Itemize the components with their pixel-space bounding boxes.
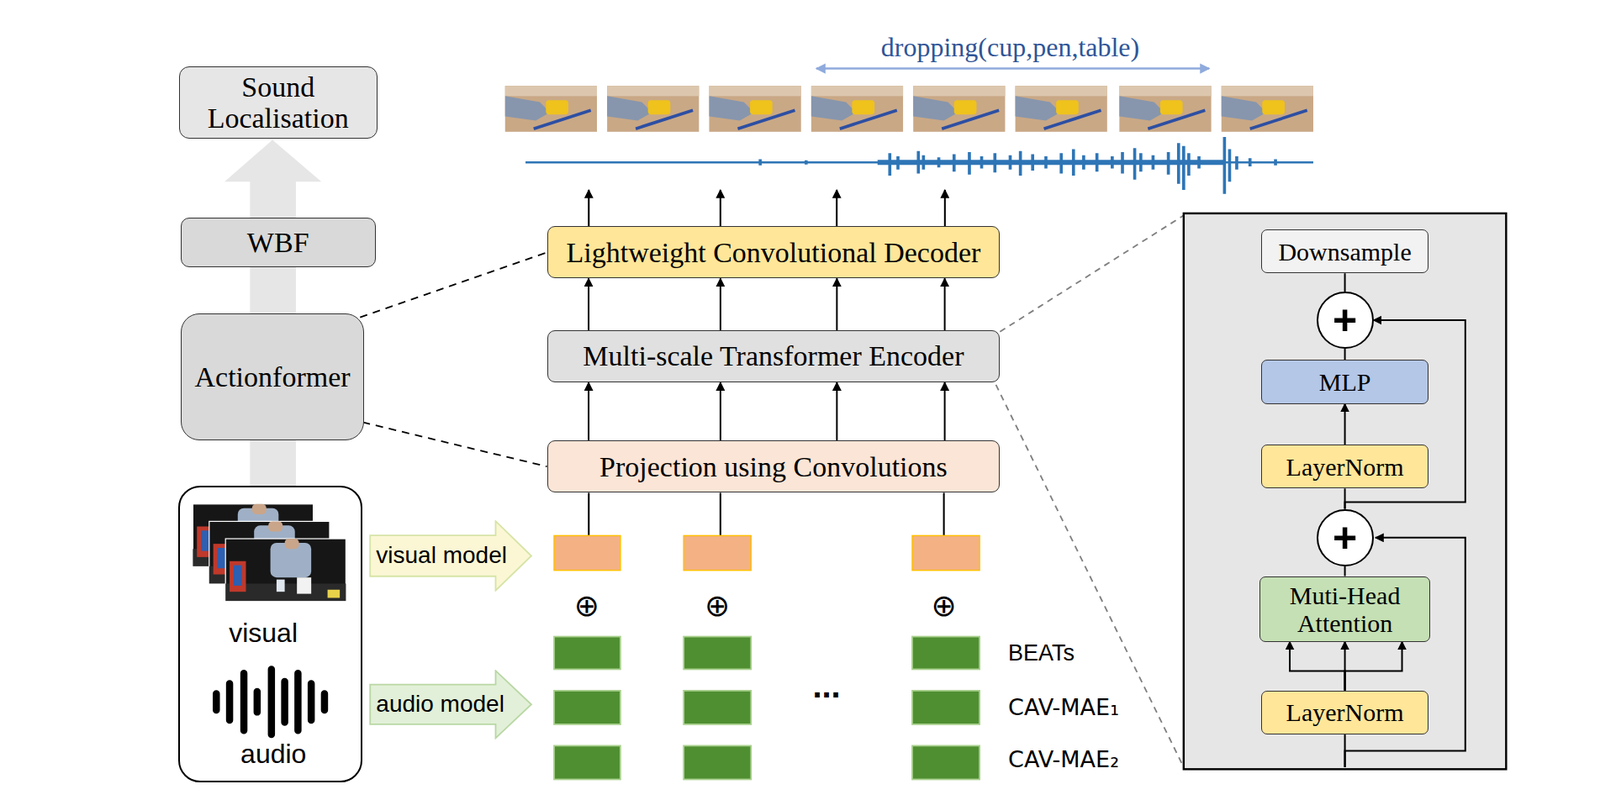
flow-connector bbox=[1289, 642, 1346, 692]
audio-model-arrow: audio model bbox=[369, 670, 533, 740]
video-frame bbox=[708, 85, 801, 133]
node-text: Multi-scale Transformer Encoder bbox=[582, 340, 964, 372]
video-frame bbox=[1015, 85, 1108, 133]
flow-connector bbox=[944, 382, 946, 441]
output-arrow bbox=[835, 190, 838, 228]
node-text: visual bbox=[228, 618, 298, 649]
ellipsis: ... bbox=[812, 667, 840, 705]
video-frame bbox=[1221, 85, 1314, 133]
video-frame bbox=[811, 85, 903, 133]
audio-model-name: CAV-MAE₂ bbox=[1008, 747, 1120, 773]
node-text: WBF bbox=[247, 227, 310, 259]
audio-feature bbox=[554, 691, 621, 725]
audio-model-name: BEATs bbox=[1008, 641, 1075, 667]
audio-feature bbox=[912, 691, 980, 725]
node-text: LayerNorm bbox=[1286, 453, 1405, 481]
audio-feature bbox=[912, 637, 980, 671]
layernorm-box: LayerNorm bbox=[1261, 691, 1429, 735]
node-text: audio model bbox=[375, 691, 505, 719]
zoom-line bbox=[996, 385, 1184, 768]
add-circle: + bbox=[1316, 509, 1374, 567]
video-frame bbox=[913, 85, 1005, 133]
attention-box: Muti-Head Attention bbox=[1259, 576, 1431, 643]
node-text: MLP bbox=[1319, 368, 1372, 397]
plus-sign: + bbox=[1332, 517, 1358, 560]
flow-connector bbox=[835, 278, 838, 331]
zoom-line bbox=[999, 215, 1183, 332]
visual-model-arrow: visual model bbox=[369, 520, 533, 592]
visual-feature bbox=[554, 535, 621, 571]
output-arrow bbox=[587, 190, 590, 228]
plus-sign: + bbox=[1332, 299, 1358, 342]
video-frame bbox=[505, 85, 597, 133]
output-arrow bbox=[944, 190, 946, 228]
node-text: Actionformer bbox=[195, 361, 351, 393]
downsample-box: Downsample bbox=[1261, 229, 1429, 274]
flow-connector bbox=[1344, 404, 1347, 446]
projection-box: Projection using Convolutions bbox=[547, 440, 1001, 493]
concat-symbol: ⊕ bbox=[931, 589, 957, 624]
mlp-box: MLP bbox=[1261, 359, 1429, 404]
flow-connector bbox=[587, 278, 590, 331]
flow-connector bbox=[1344, 348, 1347, 360]
concat-symbol: ⊕ bbox=[704, 589, 730, 624]
flow-connector bbox=[1344, 273, 1347, 292]
audio-model-name: CAV-MAE₁ bbox=[1008, 695, 1120, 721]
node-text: audio bbox=[240, 739, 307, 770]
node-text: LayerNorm bbox=[1286, 698, 1405, 727]
waveform bbox=[760, 137, 1276, 195]
flow-connector bbox=[719, 278, 722, 331]
zoom-connector bbox=[362, 422, 547, 467]
audio-feature bbox=[683, 637, 751, 671]
block-arrow-outline bbox=[370, 671, 533, 740]
visual-feature bbox=[683, 535, 751, 571]
node-text: visual model bbox=[375, 543, 507, 570]
flow-connector bbox=[719, 382, 722, 441]
waveform bbox=[877, 159, 1226, 165]
flow-connector bbox=[835, 382, 838, 441]
audio-feature bbox=[912, 745, 980, 780]
block-arrow-outline bbox=[370, 521, 533, 592]
node-text: Projection using Convolutions bbox=[599, 451, 948, 483]
flow-connector bbox=[1344, 566, 1347, 577]
input-box: visual audio bbox=[178, 485, 362, 783]
output-arrow bbox=[719, 190, 722, 228]
fusion-box: WBF bbox=[180, 217, 376, 268]
audio-icon bbox=[216, 669, 325, 735]
node-text: Muti-Head Attention bbox=[1270, 581, 1420, 638]
video-frame bbox=[607, 85, 699, 133]
flow-connector bbox=[944, 278, 946, 331]
concat-symbol: ⊕ bbox=[574, 589, 600, 624]
action-label: dropping(cup,pen,table) bbox=[881, 32, 1140, 63]
zoom-connector bbox=[359, 252, 547, 317]
feature-line bbox=[587, 492, 590, 536]
visual-feature bbox=[912, 535, 980, 571]
add-circle: + bbox=[1316, 291, 1374, 349]
node-text: Sound Localisation bbox=[190, 71, 367, 135]
feature-line bbox=[943, 492, 946, 536]
audio-feature bbox=[683, 745, 751, 780]
flow-connector bbox=[587, 382, 590, 441]
span-arrow bbox=[816, 67, 1210, 69]
decoder-box: Lightweight Convolutional Decoder bbox=[547, 226, 1001, 279]
feature-line bbox=[719, 492, 722, 536]
audio-feature bbox=[554, 745, 621, 780]
encoder-block-panel bbox=[1183, 213, 1507, 770]
model-box: Actionformer bbox=[180, 313, 365, 442]
node-text: Lightweight Convolutional Decoder bbox=[565, 237, 981, 269]
video-thumbnail bbox=[225, 538, 346, 602]
output-box: Sound Localisation bbox=[179, 66, 378, 140]
node-text: Downsample bbox=[1277, 237, 1411, 266]
audio-feature bbox=[554, 637, 621, 671]
audio-feature bbox=[683, 691, 751, 725]
flow-connector bbox=[1345, 642, 1403, 692]
encoder-box: Multi-scale Transformer Encoder bbox=[547, 330, 1001, 383]
video-frame bbox=[1119, 85, 1211, 133]
layernorm-box: LayerNorm bbox=[1261, 444, 1429, 489]
